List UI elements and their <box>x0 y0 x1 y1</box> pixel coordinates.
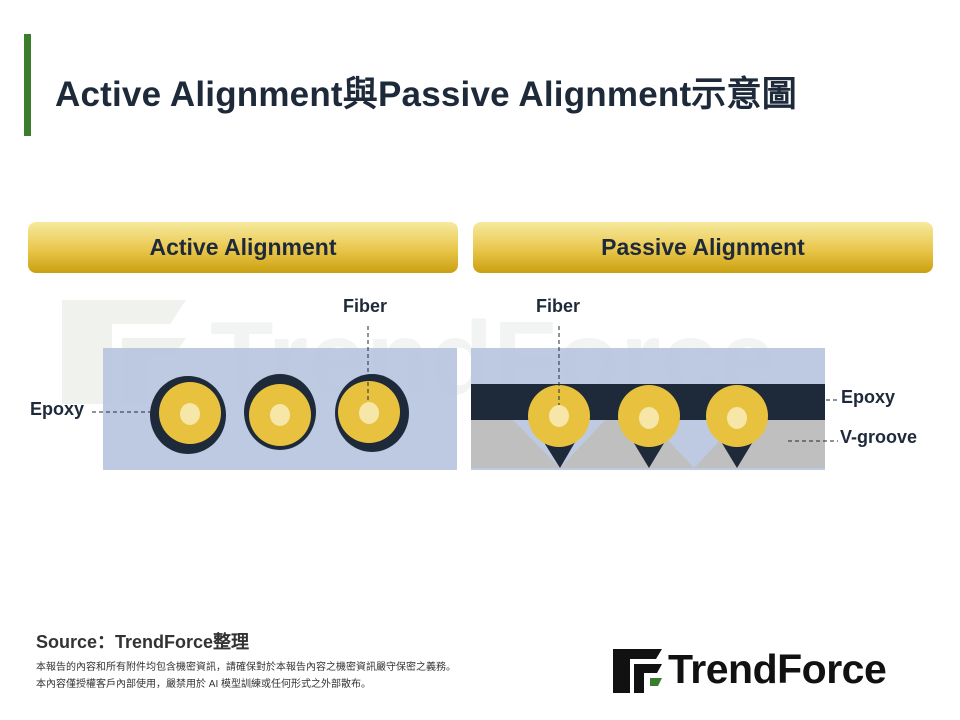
fiber-core <box>359 402 379 424</box>
source-note: Source：TrendForce整理 <box>36 632 250 652</box>
active-alignment-header: Active Alignment <box>28 222 458 273</box>
fiber-core <box>270 404 290 426</box>
passive-epoxy-label: Epoxy <box>841 387 896 407</box>
page-title: Active Alignment與Passive Alignment示意圖 <box>55 75 797 114</box>
active-fiber-label: Fiber <box>343 296 388 316</box>
active-fiber-3 <box>335 374 409 452</box>
passive-fiber-label: Fiber <box>536 296 581 316</box>
trendforce-logo-text: TrendForce <box>668 646 887 692</box>
disclaimer-line-1: 本報告的內容和所有附件均包含機密資訊，請確保對於本報告內容之機密資訊嚴守保密之義… <box>36 662 456 673</box>
title-accent-bar <box>24 34 31 136</box>
fiber-core <box>727 407 747 429</box>
passive-alignment-diagram <box>471 326 838 470</box>
passive-fiber-3 <box>706 385 768 468</box>
active-epoxy-label: Epoxy <box>30 399 85 419</box>
active-fiber-2 <box>244 374 316 450</box>
trendforce-logo-mark <box>613 649 662 693</box>
fiber-core <box>180 403 200 425</box>
active-alignment-diagram <box>92 326 457 470</box>
passive-fiber-2 <box>618 385 680 468</box>
passive-alignment-header: Passive Alignment <box>473 222 933 273</box>
active-fiber-1 <box>150 376 226 454</box>
fiber-core <box>639 407 659 429</box>
passive-fiber-1 <box>528 385 590 468</box>
passive-vgroove-label: V-groove <box>840 427 918 447</box>
fiber-core <box>549 405 569 427</box>
disclaimer-line-2: 本內容僅授權客戶內部使用，嚴禁用於 AI 模型訓練或任何形式之外部散布。 <box>36 679 372 690</box>
